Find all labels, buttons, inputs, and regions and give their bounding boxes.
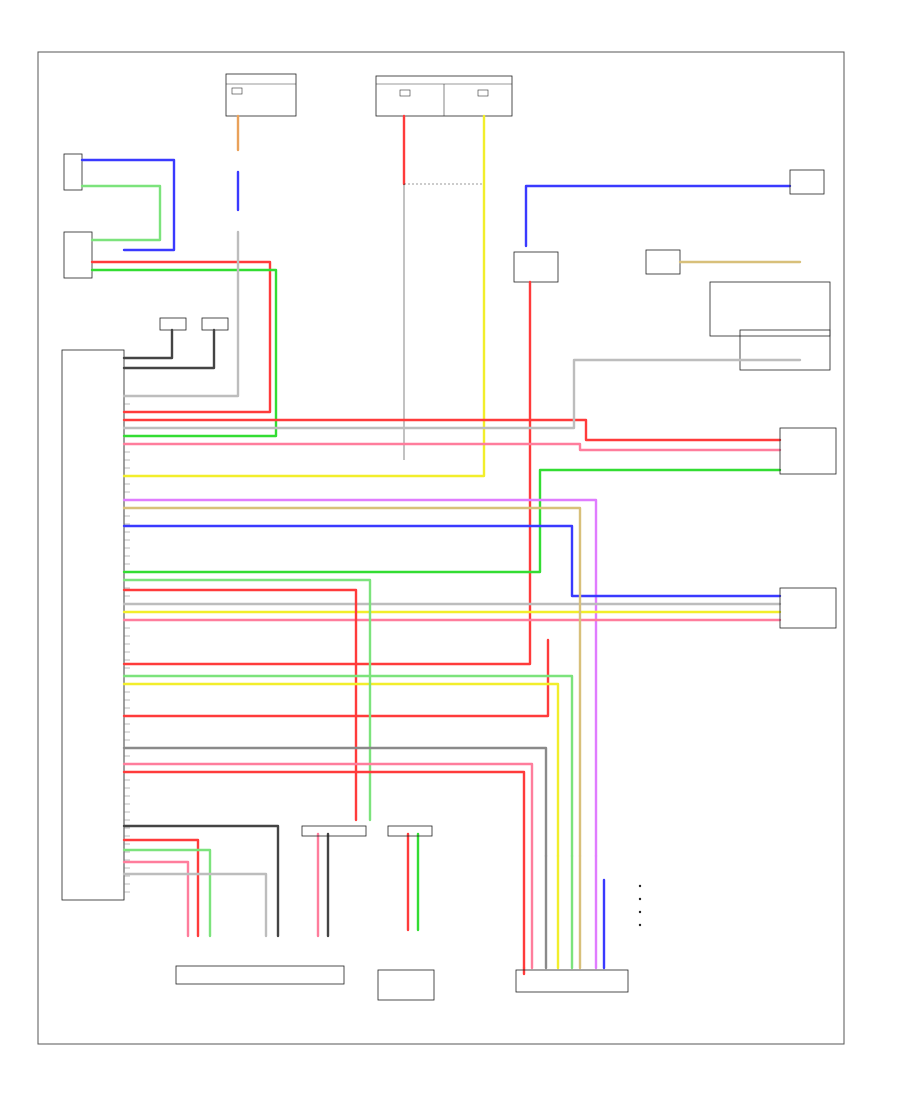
connector-right-1: [779, 427, 837, 475]
wire-bus-red-1: [122, 418, 782, 442]
wire-bottom-pink-1: [122, 860, 190, 938]
legend: [638, 884, 642, 927]
wire-bus-violet: [122, 498, 598, 858]
main-ecu: [61, 349, 125, 901]
wire-bus-green-4: [122, 578, 372, 822]
antenna-connectors: [122, 317, 229, 370]
wire-bus-red-3: [122, 588, 358, 822]
wire-bus-blue: [122, 524, 782, 598]
wire-fuse-left-gray: [122, 230, 240, 398]
wire-bus-red-5: [122, 770, 526, 970]
wire-bus-pink-5: [122, 762, 534, 970]
wire-bottom-dark-1: [122, 824, 280, 938]
fuse-block-center: [375, 75, 513, 117]
wire-bottom-gray-1: [122, 872, 268, 938]
wire-bottom-green-1: [122, 848, 212, 938]
wire-bus-red-2: [122, 442, 782, 452]
wire-bus-gray-3: [122, 746, 548, 858]
module-top-right: [645, 249, 831, 371]
wire-bus-tan: [122, 506, 582, 858]
wire-bus-green-3: [122, 674, 574, 858]
bottom-connector-left: [175, 965, 345, 985]
wire-red-sensor: [90, 260, 272, 414]
wire-green-sensor-2: [90, 268, 278, 438]
fuse-block-left: [225, 73, 297, 117]
sensor-top-right: [789, 169, 825, 195]
wire-bus-yellow-3: [122, 682, 560, 858]
wire-green-sensor: [80, 184, 162, 242]
diagram-frame: [37, 51, 845, 1045]
wire-blue-right-sensor: [524, 184, 792, 248]
bottom-connector-middle: [301, 825, 435, 1001]
wire-fuse-center-yellow: [122, 114, 486, 478]
wire-bottom-red-1: [122, 838, 200, 938]
ecu-pin-stubs: [124, 395, 130, 893]
wire-bus-red-4: [122, 638, 550, 718]
bottom-connector-right: [515, 969, 629, 993]
wire-bus-gray-1: [122, 358, 802, 430]
wire-bus-green-long: [122, 468, 782, 574]
connector-right-2: [779, 587, 837, 629]
junction-box-center: [122, 251, 559, 666]
side-sensor-connector: [63, 153, 93, 279]
wire-blue-sensor: [80, 158, 176, 252]
